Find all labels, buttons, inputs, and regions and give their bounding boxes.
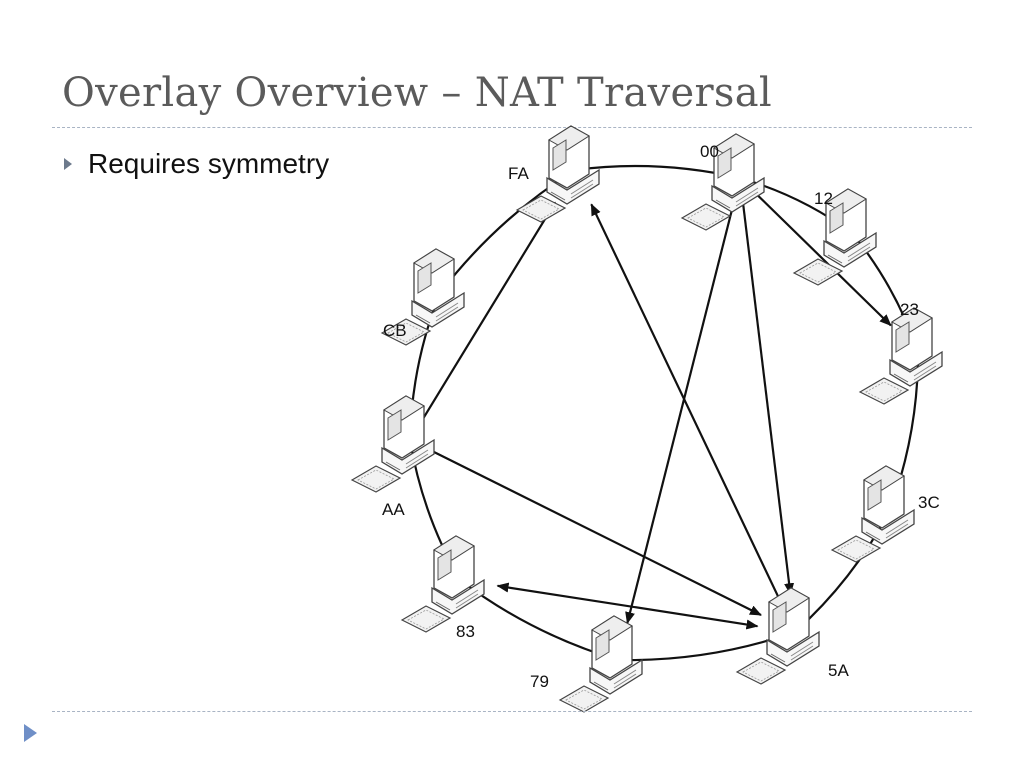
computer-icon (736, 587, 820, 685)
footer-divider (52, 711, 972, 712)
node-00: 00 (681, 133, 765, 231)
edge-5A-to-83 (496, 582, 759, 630)
bullet-text: Requires symmetry (88, 148, 330, 179)
edge-00-to-23 (756, 193, 892, 327)
computer-icon (559, 615, 643, 713)
node-label: CB (383, 321, 407, 340)
node-label: 79 (530, 672, 549, 691)
node-12: 12 (793, 188, 877, 286)
title-divider (52, 127, 972, 128)
computer-icon (516, 125, 600, 223)
computer-icon (831, 465, 915, 563)
node-label: 83 (456, 622, 475, 641)
node-label: 23 (900, 300, 919, 319)
node-label: AA (382, 500, 405, 519)
computer-icon (859, 307, 943, 405)
computer-icon (351, 395, 435, 493)
slide-title: Overlay Overview – NAT Traversal (62, 70, 772, 116)
edge-layer (421, 193, 892, 630)
edge-5A-to-FA (590, 203, 786, 611)
edge-AA-to-FA (421, 201, 557, 421)
node-label: 12 (814, 189, 833, 208)
node-5A: 5A (736, 587, 849, 685)
node-label: 5A (828, 661, 849, 680)
node-FA: FA (508, 125, 600, 223)
node-label: 00 (700, 142, 719, 161)
node-83: 83 (401, 535, 485, 641)
node-label: FA (508, 164, 529, 183)
footer-arrow-icon (24, 724, 37, 742)
node-79: 79 (530, 615, 643, 713)
node-layer: 00 12 23 3C 5A 79 83 AA CB FA (351, 125, 943, 713)
node-23: 23 (859, 300, 943, 405)
node-AA: AA (351, 395, 435, 519)
edge-00-to-5A (741, 201, 795, 596)
node-CB: CB (381, 248, 465, 346)
node-label: 3C (918, 493, 940, 512)
computer-icon (681, 133, 765, 231)
bullet-item: Requires symmetry (64, 148, 329, 180)
edge-00-to-79 (625, 200, 736, 625)
computer-icon (401, 535, 485, 633)
bullet-arrow-icon (64, 158, 72, 170)
node-3C: 3C (831, 465, 940, 563)
